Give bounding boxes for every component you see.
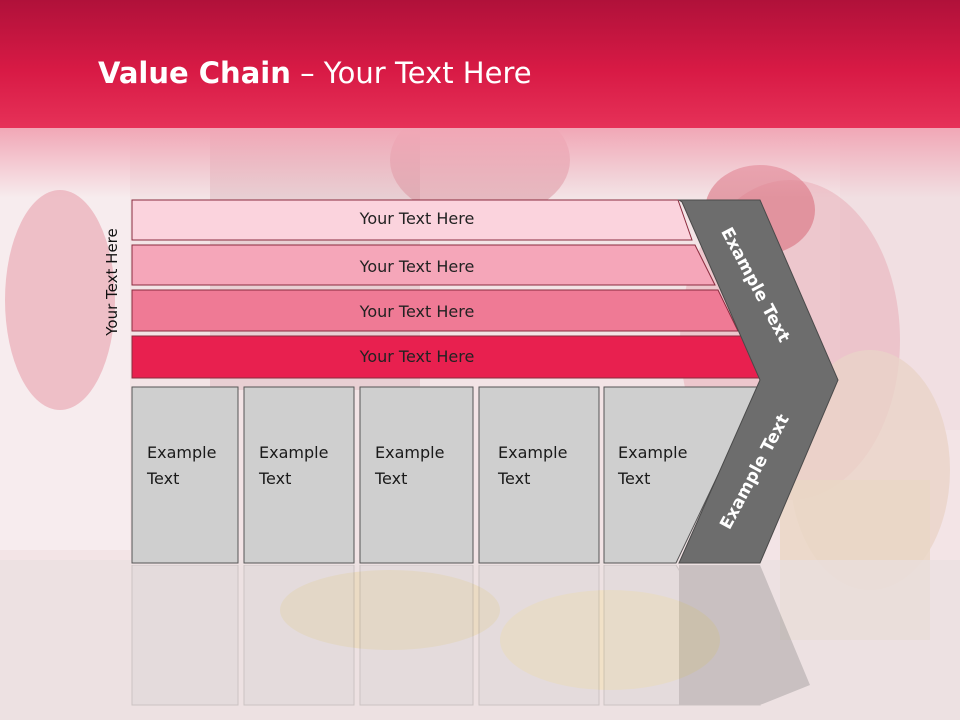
support-bar-3-label: Your Text Here [359,302,475,321]
primary-box-2 [243,386,355,564]
diagram-reflection [0,565,960,720]
margin-arrow [677,199,839,564]
primary-box-1 [131,386,239,564]
primary-box-5 [603,386,761,564]
support-bar-4-label: Your Text Here [359,347,475,366]
primary-box-4 [478,386,600,564]
header-bar [0,0,960,128]
support-bar-1 [131,199,693,241]
support-bar-2 [131,244,716,286]
primary-box-3 [359,386,474,564]
support-bar-1-label: Your Text Here [359,209,475,228]
header-fade [0,128,960,198]
slide-title: Value Chain – Your Text Here [98,56,532,90]
support-bar-2-label: Your Text Here [359,257,475,276]
